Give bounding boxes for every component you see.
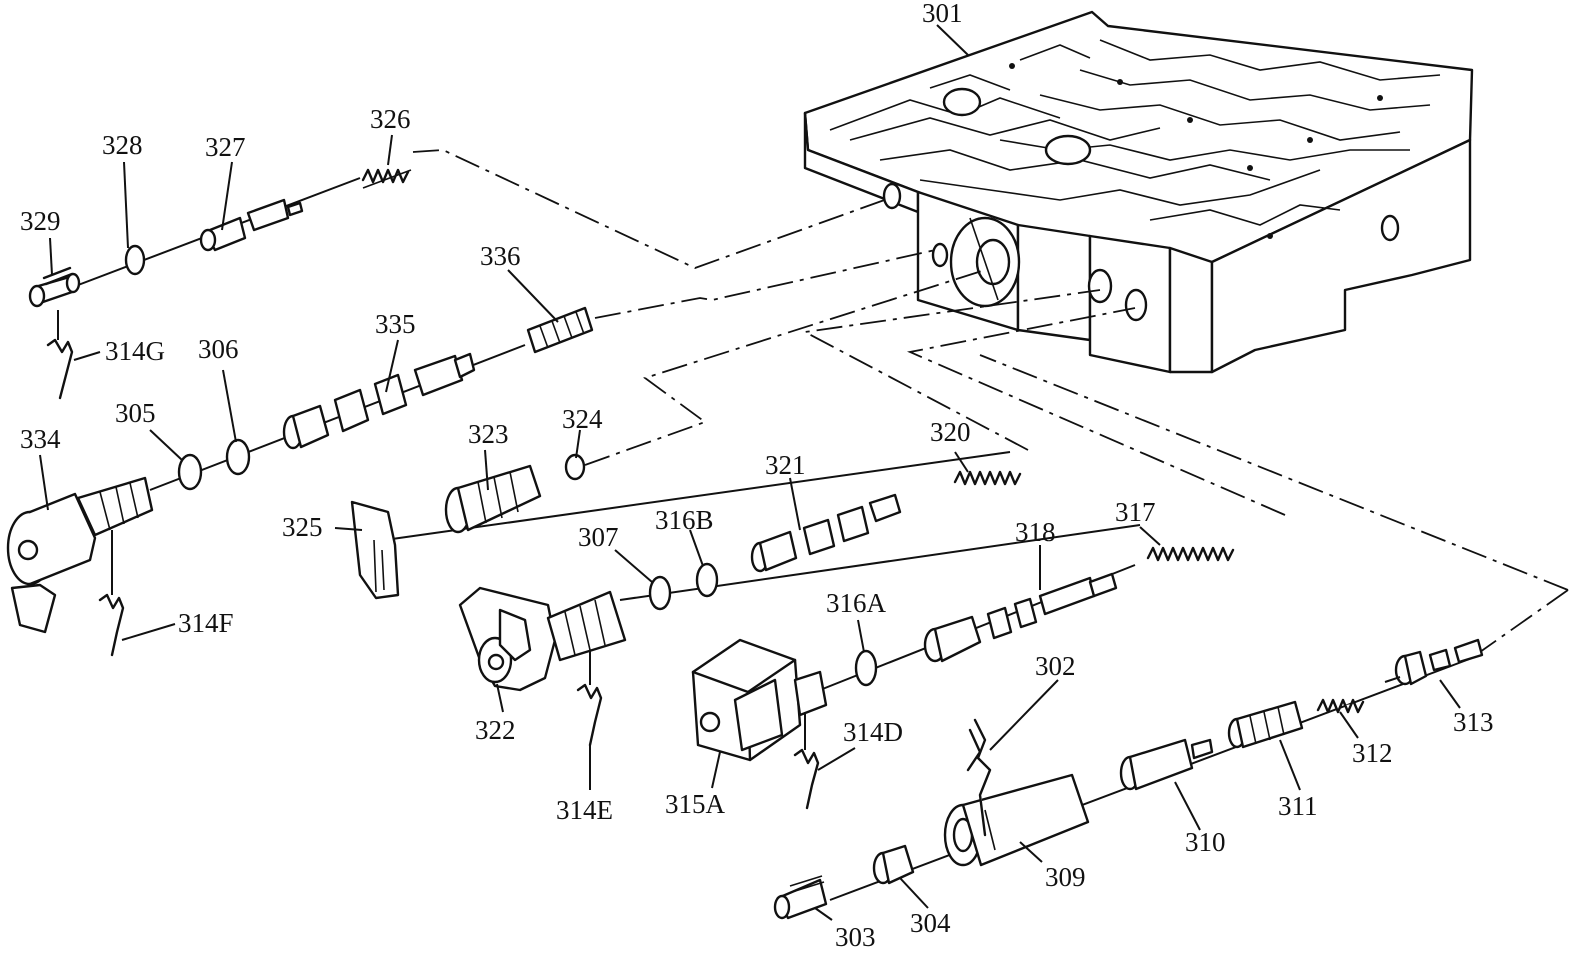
part-314E-clip <box>576 650 603 790</box>
label-314E: 314E <box>556 795 613 825</box>
label-335: 335 <box>375 309 416 339</box>
label-322: 322 <box>475 715 516 745</box>
part-305-ring <box>177 453 203 491</box>
leader-lines <box>39 24 1461 921</box>
part-306-ring <box>225 438 251 476</box>
part-328-ring <box>124 244 146 276</box>
part-309-sleeve <box>943 773 1090 867</box>
label-324: 324 <box>562 404 603 434</box>
label-323: 323 <box>468 419 509 449</box>
part-317-spring <box>1146 546 1235 562</box>
valve-body-301 <box>803 10 1474 374</box>
part-314D-clip <box>793 712 820 810</box>
part-labels: 301 326 327 328 329 336 335 314G 306 305… <box>20 0 1494 952</box>
label-328: 328 <box>102 130 143 160</box>
part-314F-clip <box>98 530 125 657</box>
part-310-valve <box>1119 738 1214 791</box>
label-326: 326 <box>370 104 411 134</box>
part-329-plug <box>28 266 81 308</box>
label-305: 305 <box>115 398 156 428</box>
part-336-spring <box>526 306 594 354</box>
part-312-spring <box>1316 698 1365 714</box>
part-327-valve <box>199 198 304 252</box>
part-315A-solenoid <box>691 638 828 762</box>
label-302: 302 <box>1035 651 1076 681</box>
part-326-spring <box>361 168 412 189</box>
part-316B-ring <box>695 562 719 598</box>
label-301: 301 <box>922 0 963 28</box>
label-304: 304 <box>910 908 951 938</box>
label-307: 307 <box>578 522 619 552</box>
label-303: 303 <box>835 922 876 952</box>
label-329: 329 <box>20 206 61 236</box>
part-311-spring <box>1227 700 1304 749</box>
label-318: 318 <box>1015 517 1056 547</box>
part-304-sleeve <box>872 844 915 885</box>
label-312: 312 <box>1352 738 1393 768</box>
label-306: 306 <box>198 334 239 364</box>
label-327: 327 <box>205 132 246 162</box>
part-321-valve <box>750 493 902 573</box>
part-302-retainer <box>966 718 992 837</box>
label-336: 336 <box>480 241 521 271</box>
label-309: 309 <box>1045 862 1086 892</box>
label-334: 334 <box>20 424 61 454</box>
part-313-valve <box>1384 638 1484 686</box>
part-318-valve <box>923 572 1118 663</box>
label-325: 325 <box>282 512 323 542</box>
assembly-path-lines <box>412 149 1569 653</box>
part-322-solenoid <box>458 586 627 692</box>
part-307-ring <box>648 575 672 611</box>
part-334-solenoid <box>6 476 154 634</box>
label-314D: 314D <box>843 717 903 747</box>
label-315A: 315A <box>665 789 726 819</box>
part-323-spring <box>444 464 542 534</box>
label-321: 321 <box>765 450 806 480</box>
label-314F: 314F <box>178 608 234 638</box>
label-310: 310 <box>1185 827 1226 857</box>
part-314G-clip <box>46 310 74 400</box>
label-316B: 316B <box>655 505 714 535</box>
label-311: 311 <box>1278 791 1318 821</box>
label-320: 320 <box>930 417 971 447</box>
part-320-spring <box>953 470 1022 486</box>
label-314G: 314G <box>105 336 165 366</box>
part-325-bracket <box>350 500 400 600</box>
part-324-ring <box>564 453 586 481</box>
part-335-valve <box>282 352 476 450</box>
label-313: 313 <box>1453 707 1494 737</box>
label-316A: 316A <box>826 588 887 618</box>
part-316A-ring <box>854 649 878 687</box>
label-317: 317 <box>1115 497 1156 527</box>
part-303-plug <box>773 875 828 920</box>
